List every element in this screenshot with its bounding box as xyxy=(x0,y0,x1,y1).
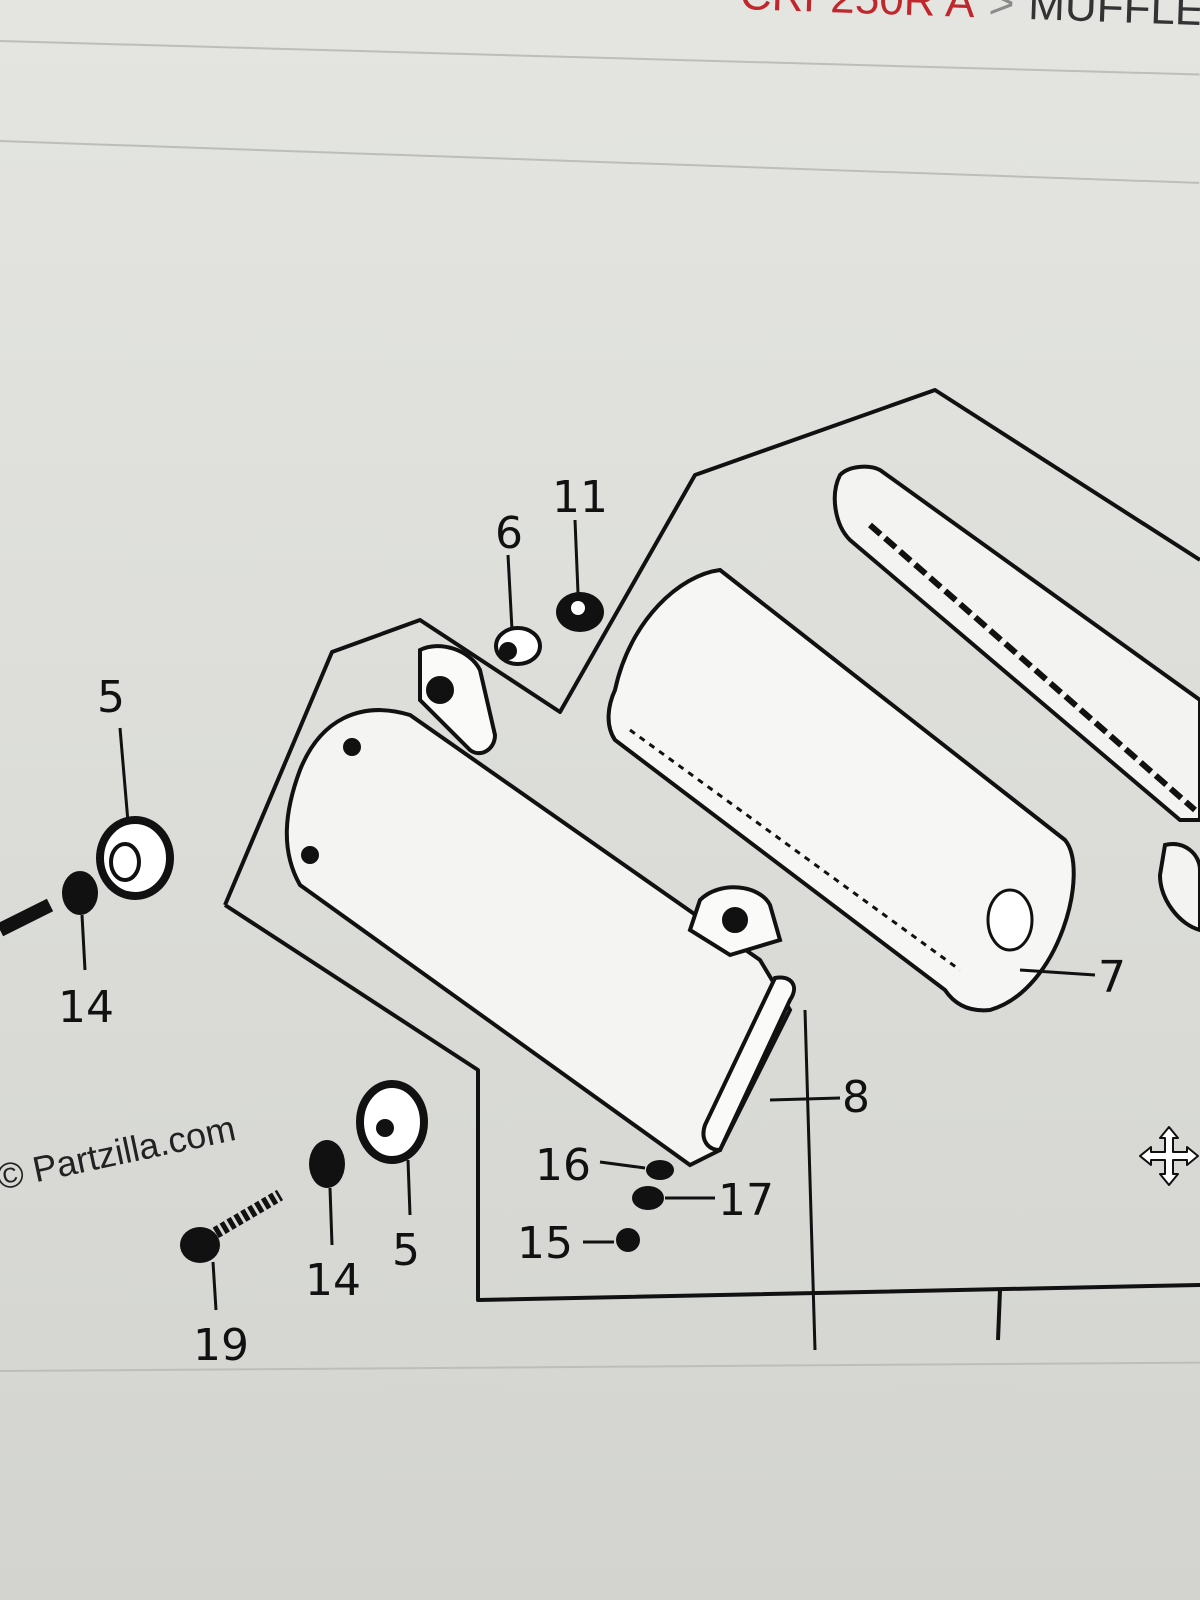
grommet-part-5-lower xyxy=(356,1080,428,1164)
callout-19: 19 xyxy=(193,1320,249,1371)
callout-14-upper: 14 xyxy=(58,982,114,1033)
bolt-part-19 xyxy=(180,1189,284,1263)
move-cursor-icon xyxy=(1139,1126,1199,1186)
diagram-frame xyxy=(223,388,1200,1351)
bolt-partial xyxy=(0,898,54,937)
callout-16: 16 xyxy=(535,1140,591,1191)
parts-16-17-15 xyxy=(616,1160,674,1252)
heat-shield xyxy=(606,567,1076,1013)
collar-part-6 xyxy=(494,626,542,666)
callout-15: 15 xyxy=(517,1218,573,1269)
collar-part-14-upper xyxy=(62,871,98,915)
callout-17: 17 xyxy=(718,1175,774,1226)
callout-6: 6 xyxy=(495,508,523,559)
partzilla-watermark: © Partzilla.com xyxy=(0,1107,239,1198)
callout-8: 8 xyxy=(842,1072,870,1123)
callout-5-lower: 5 xyxy=(392,1225,420,1276)
collar-part-14-lower xyxy=(309,1140,345,1188)
muffler-body xyxy=(284,644,796,1168)
leader-lines xyxy=(80,519,1096,1311)
callout-14-lower: 14 xyxy=(305,1255,361,1306)
muffler-guard xyxy=(832,464,1200,933)
grommet-part-11 xyxy=(556,592,604,632)
callout-5-upper: 5 xyxy=(97,672,125,723)
callout-11: 11 xyxy=(552,472,608,523)
grommet-part-5-upper xyxy=(96,816,174,900)
callout-7: 7 xyxy=(1098,952,1126,1003)
